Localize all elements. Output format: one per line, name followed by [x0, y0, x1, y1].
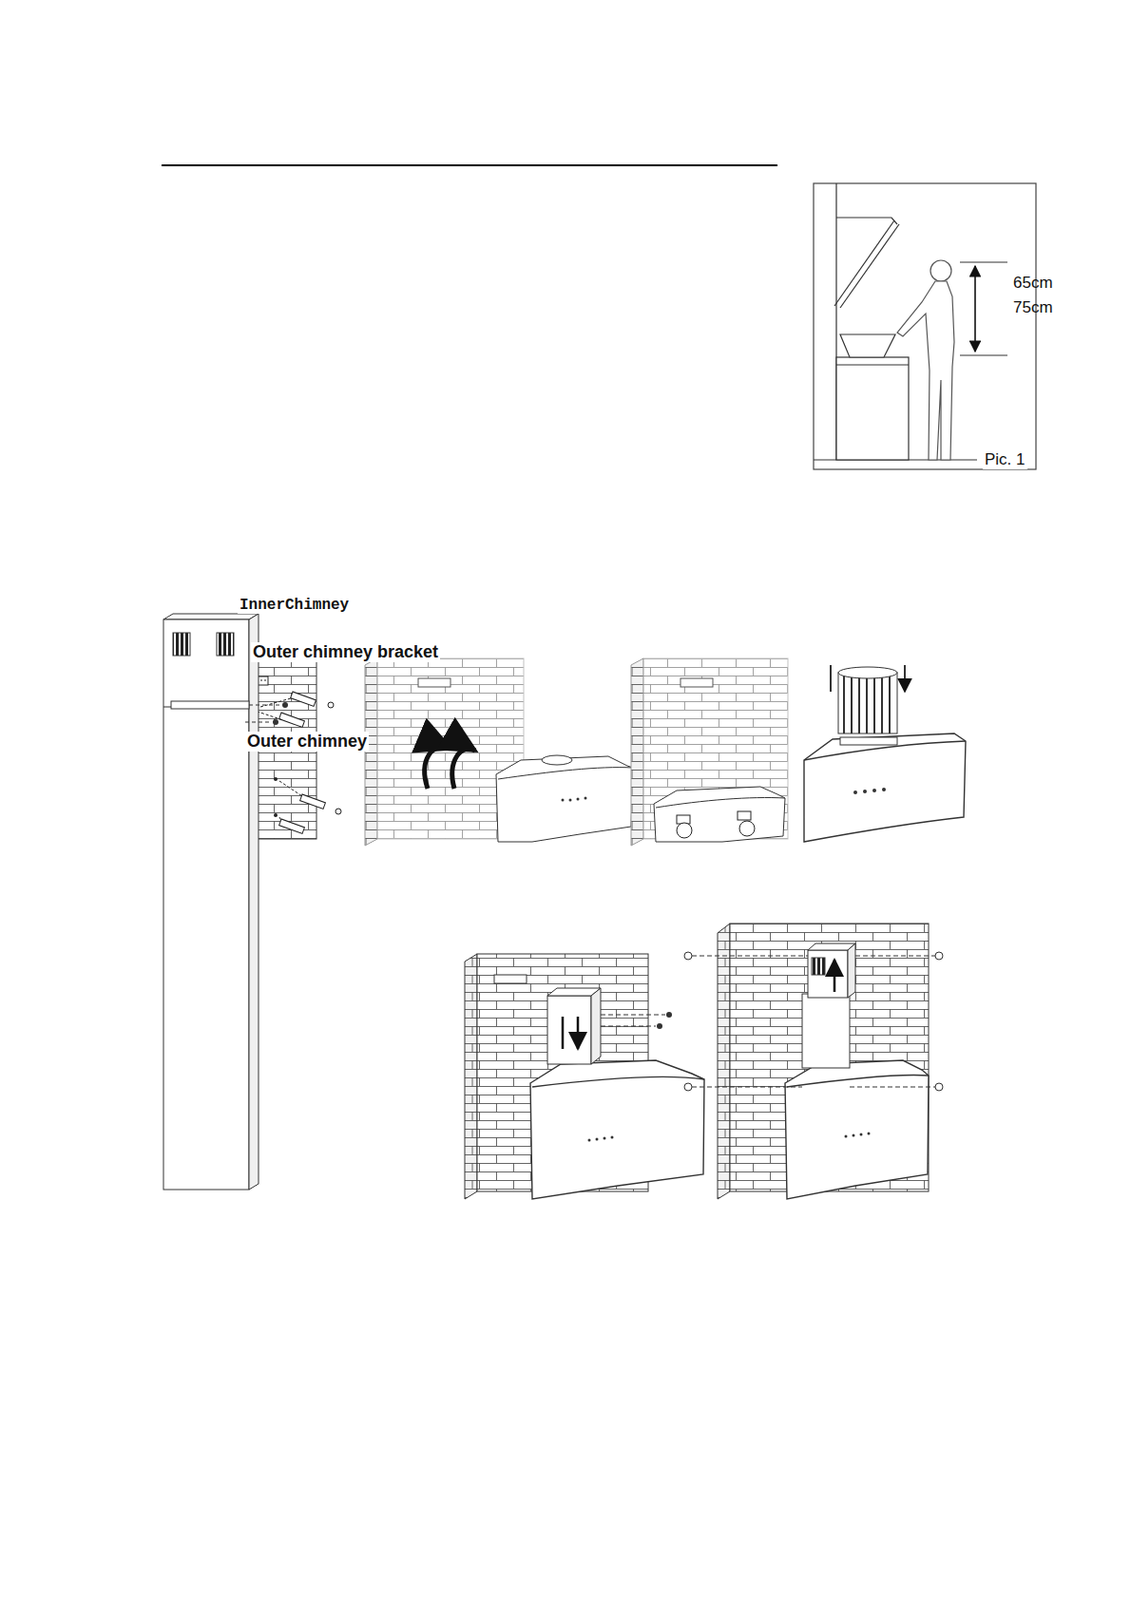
part-name: InnerChimney — [237, 596, 351, 614]
height-figure — [813, 183, 1036, 470]
header-rule — [161, 164, 778, 167]
wall-hanging — [364, 658, 633, 846]
part-name: Outer chimney — [245, 731, 369, 752]
dimension-label: 75cm — [1013, 298, 1054, 318]
dimension-label: 65cm — [1013, 273, 1054, 293]
chimney-assembly — [163, 613, 288, 1190]
hood-with-duct — [804, 665, 966, 843]
chimney-extending — [684, 923, 943, 1200]
figure-label: Pic. 1 — [982, 450, 1028, 470]
chimney-fitting — [464, 954, 705, 1200]
wall-fixing — [631, 658, 788, 846]
part-name: Outer chimney bracket — [250, 642, 441, 663]
